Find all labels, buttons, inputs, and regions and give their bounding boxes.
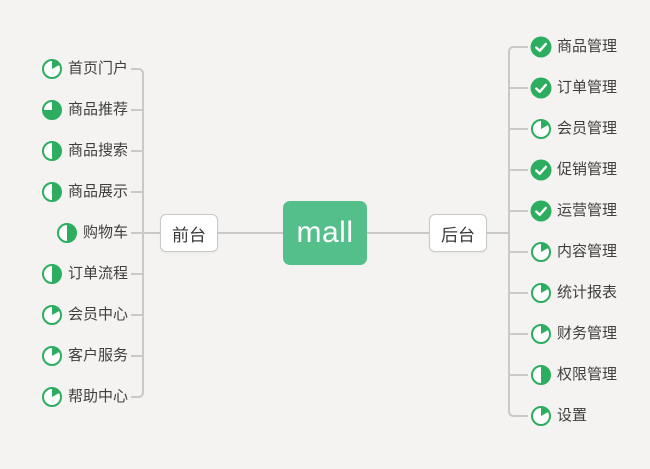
progress-half-icon <box>41 181 63 203</box>
progress-half-icon <box>530 364 552 386</box>
topic-label: 商品推荐 <box>67 101 128 118</box>
progress-low-icon <box>530 405 552 427</box>
branch-node-backend[interactable]: 后台 <box>429 214 487 252</box>
progress-low-icon <box>41 345 63 367</box>
topic-label: 商品管理 <box>557 38 618 55</box>
topic-item-left-8[interactable]: 帮助中心 <box>41 386 128 408</box>
topic-label: 客户服务 <box>67 347 128 364</box>
topic-label: 促销管理 <box>557 161 618 178</box>
topic-label: 设置 <box>557 407 588 424</box>
topic-label: 权限管理 <box>557 366 618 383</box>
topic-item-right-4[interactable]: 运营管理 <box>530 200 617 222</box>
topic-item-left-1[interactable]: 商品推荐 <box>41 99 128 121</box>
topic-label: 会员中心 <box>67 306 128 323</box>
progress-low-icon <box>41 58 63 80</box>
progress-low-icon <box>530 323 552 345</box>
topic-label: 会员管理 <box>557 120 618 137</box>
progress-done-icon <box>530 36 552 58</box>
topic-item-left-2[interactable]: 商品搜索 <box>41 140 128 162</box>
progress-high-icon <box>41 99 63 121</box>
progress-low-icon <box>530 118 552 140</box>
topic-item-right-0[interactable]: 商品管理 <box>530 36 617 58</box>
topic-item-left-5[interactable]: 订单流程 <box>41 263 128 285</box>
topic-label: 运营管理 <box>557 202 618 219</box>
progress-low-icon <box>41 386 63 408</box>
progress-half-icon <box>41 140 63 162</box>
topic-label: 首页门户 <box>67 60 128 77</box>
topic-label: 商品展示 <box>67 183 128 200</box>
topic-item-left-3[interactable]: 商品展示 <box>41 181 128 203</box>
topic-item-left-4[interactable]: 购物车 <box>56 222 128 244</box>
progress-done-icon <box>530 77 552 99</box>
topic-item-right-3[interactable]: 促销管理 <box>530 159 617 181</box>
topic-item-left-7[interactable]: 客户服务 <box>41 345 128 367</box>
topic-label: 统计报表 <box>557 284 618 301</box>
topic-label: 帮助中心 <box>67 388 128 405</box>
topic-label: 购物车 <box>82 224 128 241</box>
topic-label: 订单管理 <box>557 79 618 96</box>
progress-half-icon <box>56 222 78 244</box>
topic-item-right-6[interactable]: 统计报表 <box>530 282 617 304</box>
progress-low-icon <box>530 282 552 304</box>
progress-low-icon <box>530 241 552 263</box>
topic-item-right-8[interactable]: 权限管理 <box>530 364 617 386</box>
progress-low-icon <box>41 304 63 326</box>
topic-item-right-1[interactable]: 订单管理 <box>530 77 617 99</box>
progress-half-icon <box>41 263 63 285</box>
topic-label: 财务管理 <box>557 325 618 342</box>
topic-item-left-6[interactable]: 会员中心 <box>41 304 128 326</box>
topic-item-right-2[interactable]: 会员管理 <box>530 118 617 140</box>
branch-node-frontend[interactable]: 前台 <box>160 214 218 252</box>
topic-item-right-5[interactable]: 内容管理 <box>530 241 617 263</box>
root-node-mall[interactable]: mall <box>283 201 367 265</box>
progress-done-icon <box>530 200 552 222</box>
topic-label: 商品搜索 <box>67 142 128 159</box>
topic-label: 内容管理 <box>557 243 618 260</box>
topic-item-right-7[interactable]: 财务管理 <box>530 323 617 345</box>
topic-label: 订单流程 <box>67 265 128 282</box>
progress-done-icon <box>530 159 552 181</box>
topic-item-right-9[interactable]: 设置 <box>530 405 587 427</box>
topic-item-left-0[interactable]: 首页门户 <box>41 58 128 80</box>
